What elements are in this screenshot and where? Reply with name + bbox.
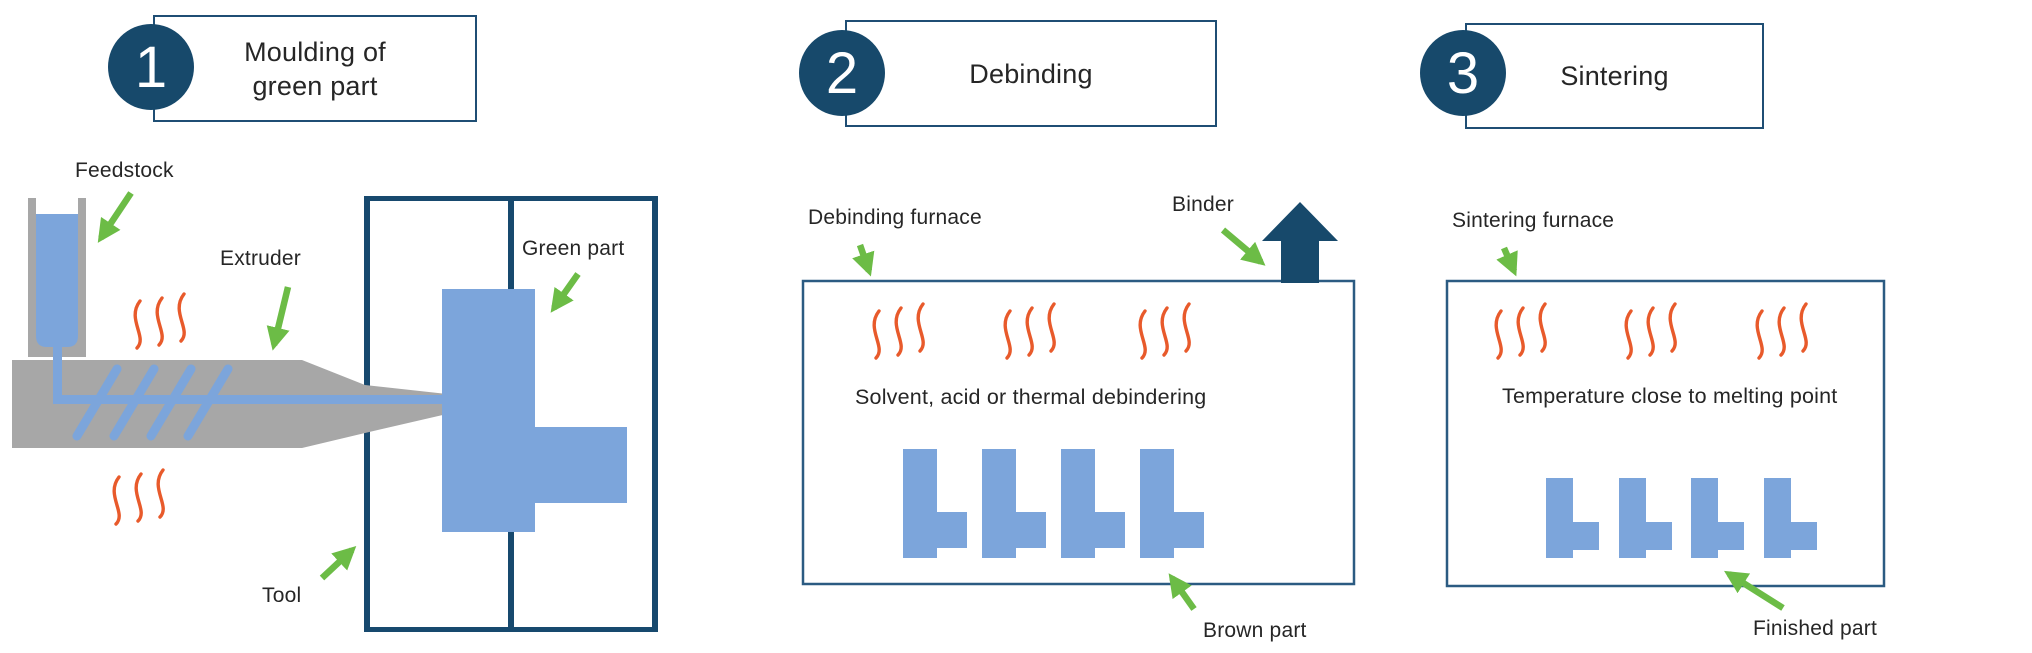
extruder-arrow <box>266 286 292 351</box>
green-part-arrow <box>550 272 581 313</box>
green-part-label: Green part <box>522 237 625 260</box>
finished-part-arrow <box>1724 570 1785 611</box>
step-title-1-line-2: green part <box>252 70 378 101</box>
heat-waves-debinding-3 <box>1138 302 1191 360</box>
tool-label: Tool <box>262 584 302 607</box>
feedstock-arrow <box>97 191 134 243</box>
heat-waves-extruder-top <box>133 292 186 350</box>
debinding-process-text: Solvent, acid or thermal debindering <box>855 385 1207 409</box>
heat-waves-debinding-2 <box>1003 302 1056 360</box>
green-part-shape <box>442 289 627 532</box>
heat-waves-sintering-1 <box>1494 302 1547 360</box>
step-circle-1: 1 <box>108 24 194 110</box>
debinding-furnace-arrow <box>852 243 875 277</box>
brown-parts <box>903 449 1204 558</box>
step-title-box-1: Moulding of green part <box>153 15 477 122</box>
step-number-3: 3 <box>1446 40 1480 106</box>
sintering-furnace-label: Sintering furnace <box>1452 209 1615 232</box>
step-title-box-3: Sintering <box>1465 23 1764 129</box>
tool-arrow <box>319 546 357 581</box>
sintering-furnace-arrow <box>1496 246 1518 277</box>
heat-waves-debinding-1 <box>872 302 925 360</box>
step-number-1: 1 <box>134 34 168 100</box>
melt-channel <box>53 395 447 404</box>
finished-part-label: Finished part <box>1753 617 1877 640</box>
binder-label: Binder <box>1172 193 1234 216</box>
sintering-process-text: Temperature close to melting point <box>1502 384 1838 408</box>
heat-waves-sintering-3 <box>1755 302 1808 360</box>
step-title-box-2: Debinding <box>845 20 1217 127</box>
extruder-label: Extruder <box>220 247 301 270</box>
step-title-1-line-1: Moulding of <box>244 36 386 67</box>
binder-up-arrow <box>1262 202 1338 283</box>
step-title-2: Debinding <box>969 58 1093 89</box>
extruder-screw <box>72 364 233 441</box>
binder-arrow <box>1220 227 1266 266</box>
step-circle-3: 3 <box>1420 30 1506 116</box>
heat-waves-sintering-2 <box>1624 302 1677 360</box>
annotation-arrows <box>97 191 1785 611</box>
feedstock-hopper <box>28 198 86 404</box>
finished-parts <box>1546 478 1817 558</box>
brown-part-arrow <box>1168 573 1197 611</box>
step-number-2: 2 <box>825 40 859 106</box>
step-circle-2: 2 <box>799 30 885 116</box>
heat-waves-extruder-bottom <box>112 468 165 526</box>
step-title-3: Sintering <box>1560 61 1669 91</box>
brown-part-label: Brown part <box>1203 619 1307 642</box>
feedstock-label: Feedstock <box>75 159 174 182</box>
debinding-furnace-label: Debinding furnace <box>808 206 982 229</box>
sintering-furnace-box <box>1445 279 1886 588</box>
debinding-furnace-box <box>801 279 1356 586</box>
